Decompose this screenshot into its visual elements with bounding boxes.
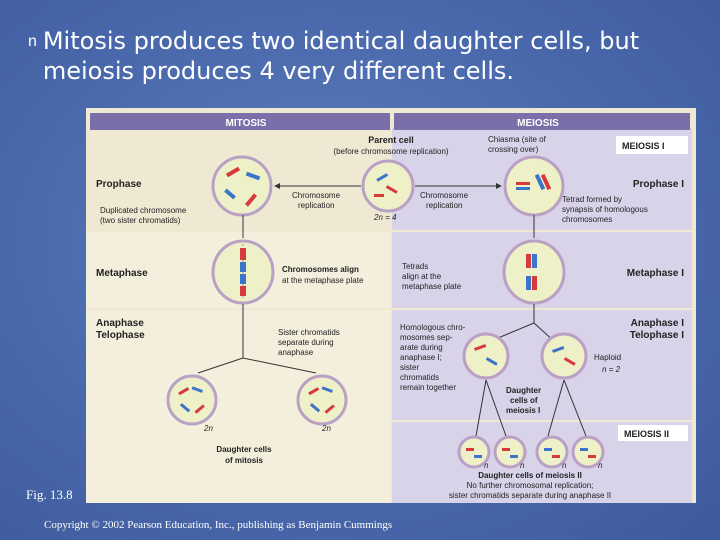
meiosis-header-bar: [394, 113, 690, 130]
mitosis-branch-left: [197, 357, 244, 374]
chromosome-replication-right-2: replication: [426, 201, 462, 210]
daughter-meiosis-i-label-1: Daughter: [506, 386, 541, 395]
homologous-label-3: arate during: [400, 343, 443, 352]
tetrad-label-2: synapsis of homologous: [562, 205, 648, 214]
bullet-row: n Mitosis produces two identical daughte…: [28, 26, 708, 86]
meiosis-i-tag-box: [616, 136, 688, 154]
figure-label: Fig. 13.8: [26, 487, 73, 502]
meiosis-ii-arrow-3: [547, 379, 565, 437]
mitosis-metaphase-cell: [211, 239, 275, 305]
n-equals-2-label: n = 2: [602, 365, 621, 374]
mitosis-daughter-cell-left: [166, 374, 218, 426]
homologous-label-2: mosomes sep-: [400, 333, 453, 342]
copyright-text: Copyright © 2002 Pearson Education, Inc.…: [44, 519, 393, 531]
tetrads-align-label-1: Tetrads: [402, 262, 428, 271]
meiosis-ii-daughter-cell-4: [571, 435, 605, 469]
homologous-label-4: anaphase I;: [400, 353, 442, 362]
haploid-label: Haploid: [594, 353, 621, 362]
prophase-label: Prophase: [96, 179, 142, 190]
metaphase-label: Metaphase: [96, 268, 148, 279]
tetrad-label-1: Tetrad formed by: [562, 195, 622, 204]
chromosome-replication-left-2: replication: [298, 201, 334, 210]
chiasma-label-1: Chiasma (site of: [488, 135, 547, 144]
chiasma-label-2: crossing over): [488, 145, 539, 154]
two-n-right-label: 2n: [321, 424, 331, 433]
meiosis-i-daughter-cell-right: [540, 332, 588, 380]
mitosis-daughter-cell-right: [296, 374, 348, 426]
telophase-i-label: Telophase I: [630, 330, 684, 341]
homologous-label-5: sister: [400, 363, 419, 372]
anaphase-i-label: Anaphase I: [631, 318, 685, 329]
daughter-meiosis-i-label-3: meiosis I: [506, 406, 540, 415]
meiosis-header: MEIOSIS: [517, 118, 559, 129]
two-n-equals-4: 2n = 4: [373, 213, 397, 222]
bullet-text: Mitosis produces two identical daughter …: [42, 27, 640, 85]
parent-cell-sub-label: (before chromosome replication): [333, 147, 448, 156]
mitosis-branch-right: [242, 357, 317, 374]
meiosis-ii-arrow-1: [475, 379, 487, 437]
n-label-2: n: [520, 461, 525, 470]
meiosis-i-tag: MEIOSIS I: [622, 141, 665, 151]
prophase-i-label: Prophase I: [633, 179, 684, 190]
metaphase-i-label: Metaphase I: [627, 268, 684, 279]
figure-svg: MITOSIS MEIOSIS Parent cell (before chro…: [86, 108, 696, 503]
daughter-mitosis-label-2: of mitosis: [225, 456, 263, 465]
homologous-label-1: Homologous chro-: [400, 323, 466, 332]
duplicated-chromosome-label-1: Duplicated chromosome: [100, 206, 187, 215]
sister-separate-label-3: anaphase: [278, 348, 314, 357]
meiosis-i-daughter-cell-left: [462, 332, 510, 380]
meiosis-ii-daughter-cell-3: [535, 435, 569, 469]
homologous-label-7: remain together: [400, 383, 456, 392]
meiosis-ii-arrow-2: [485, 379, 507, 437]
n-label-3: n: [562, 461, 567, 470]
telophase-label: Telophase: [96, 330, 145, 341]
homologous-label-6: chromatids: [400, 373, 439, 382]
meiosis-prophase-i-cell: [503, 155, 565, 217]
chromosomes-align-label-2: at the metaphase plate: [282, 276, 364, 285]
n-label-1: n: [484, 461, 489, 470]
chromosome-replication-right-1: Chromosome: [420, 191, 469, 200]
mitosis-header-bar: [90, 113, 390, 130]
anaphase-label: Anaphase: [96, 318, 144, 329]
mitosis-meiosis-figure: MITOSIS MEIOSIS Parent cell (before chro…: [86, 108, 696, 503]
no-further-label-1: No further chromosomal replication;: [467, 481, 594, 490]
mitosis-prophase-cell: [211, 155, 273, 217]
daughter-mitosis-label-1: Daughter cells: [216, 445, 272, 454]
meiosis-ii-daughter-cell-2: [493, 435, 527, 469]
daughter-meiosis-ii-label: Daughter cells of meiosis II: [478, 471, 582, 480]
meiosis-ii-arrow-4: [563, 379, 587, 437]
chromosomes-align-label-1: Chromosomes align: [282, 265, 359, 274]
replication-arrowhead-left: [274, 183, 280, 189]
mitosis-header: MITOSIS: [226, 118, 267, 129]
sister-separate-label-2: separate during: [278, 338, 334, 347]
tetrad-label-3: chromosomes: [562, 215, 612, 224]
two-n-left-label: 2n: [203, 424, 213, 433]
chromosome-replication-left-1: Chromosome: [292, 191, 341, 200]
tetrads-align-label-3: metaphase plate: [402, 282, 462, 291]
daughter-meiosis-i-label-2: cells of: [510, 396, 538, 405]
duplicated-chromosome-label-2: (two sister chromatids): [100, 216, 181, 225]
meiosis-i-anaphase-band: [392, 310, 692, 420]
no-further-label-2: sister chromatids separate during anapha…: [449, 491, 611, 500]
sister-separate-label-1: Sister chromatids: [278, 328, 340, 337]
replication-arrowhead-right: [496, 183, 502, 189]
n-label-4: n: [598, 461, 603, 470]
parent-cell: [361, 159, 415, 213]
meiosis-ii-tag-box: [618, 425, 688, 441]
meiosis-metaphase-i-cell: [502, 239, 566, 305]
meiosis-ii-tag: MEIOSIS II: [624, 429, 669, 439]
meiosis-ii-daughter-cell-1: [457, 435, 491, 469]
bullet-icon: n: [28, 33, 37, 50]
tetrads-align-label-2: align at the: [402, 272, 442, 281]
parent-cell-label: Parent cell: [368, 135, 414, 145]
